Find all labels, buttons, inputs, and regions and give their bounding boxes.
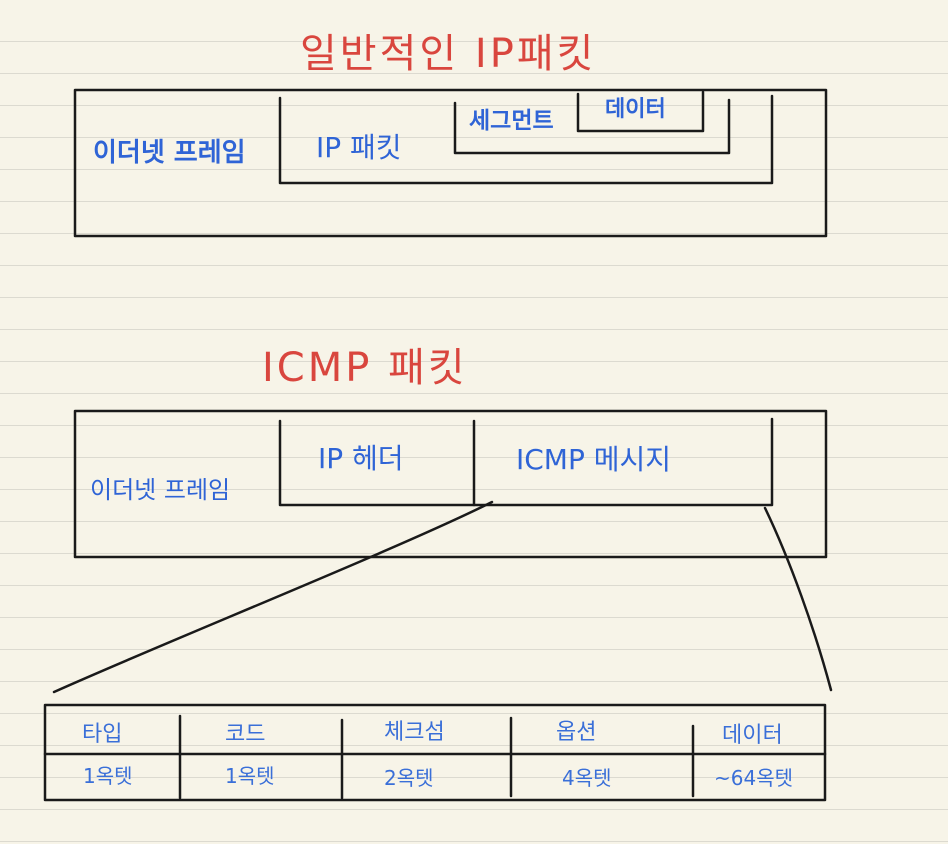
ethernet-frame-box bbox=[73, 88, 828, 238]
icmp-ethernet-frame-label: 이더넷 프레임 bbox=[90, 476, 231, 504]
icmp-table-size-code: 1옥텟 bbox=[225, 764, 275, 788]
left-connector-line bbox=[52, 500, 494, 694]
icmp-ip-header-label: IP 헤더 bbox=[318, 442, 404, 475]
icmp-packet-title: ICMP 패킷 bbox=[262, 345, 468, 391]
icmp-table-header-data: 데이터 bbox=[722, 723, 783, 748]
icmp-table-size-data: ~64옥텟 bbox=[714, 766, 794, 790]
general-ip-packet-title: 일반적인 IP패킷 bbox=[300, 31, 597, 77]
general-ethernet-frame-label: 이더넷 프레임 bbox=[93, 138, 246, 168]
icmp-table-size-checksum: 2옥텟 bbox=[384, 766, 434, 790]
icmp-table-size-type: 1옥텟 bbox=[83, 764, 133, 788]
icmp-table-size-option: 4옥텟 bbox=[562, 766, 612, 790]
right-connector-line bbox=[763, 506, 833, 692]
ip-icmp-bracket bbox=[278, 417, 774, 507]
icmp-table-box bbox=[43, 703, 827, 802]
data-bracket bbox=[576, 90, 705, 133]
icmp-ethernet-frame-box bbox=[73, 409, 828, 559]
segment-bracket bbox=[453, 98, 731, 155]
icmp-table-header-option: 옵션 bbox=[556, 720, 597, 745]
icmp-table-header-code: 코드 bbox=[225, 722, 266, 747]
ip-packet-bracket bbox=[278, 94, 774, 185]
icmp-table-header-type: 타입 bbox=[82, 722, 123, 747]
icmp-table-header-checksum: 체크섬 bbox=[384, 720, 445, 745]
general-ip-packet-label: IP 패킷 bbox=[316, 131, 402, 164]
general-segment-label: 세그먼트 bbox=[469, 108, 554, 134]
general-data-label: 데이터 bbox=[605, 97, 666, 122]
icmp-message-label: ICMP 메시지 bbox=[516, 443, 672, 476]
